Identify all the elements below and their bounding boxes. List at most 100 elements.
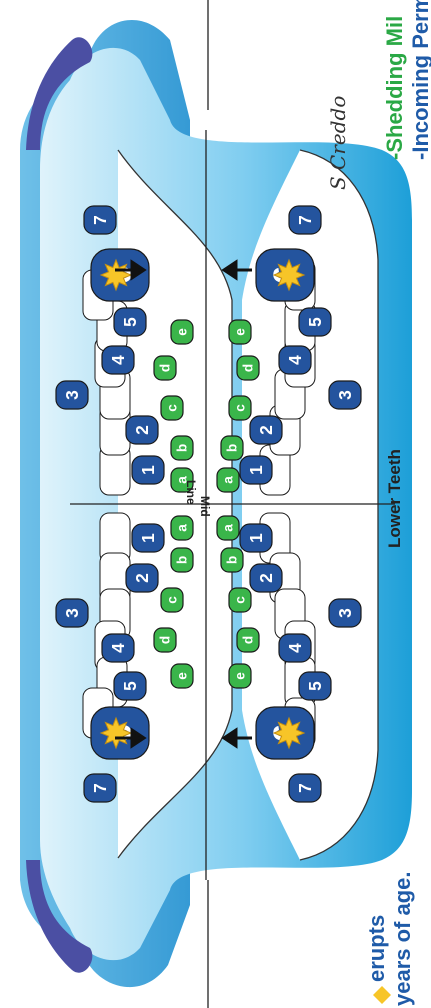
tooth-label: 1 [138,465,158,475]
tooth-crown [278,345,312,375]
tooth-label: 1 [246,533,266,543]
tooth-crown [220,435,244,461]
upper-permanent-tooth-5: 5 [113,307,147,337]
upper-permanent-tooth-7: 7 [83,773,117,803]
crown-star-icon [373,986,391,1004]
tooth-label: 4 [108,643,128,653]
tooth-label: a [221,476,236,484]
tooth-label: 3 [335,390,355,400]
tooth-crown [228,395,252,421]
tooth-label: c [233,596,248,604]
lower-permanent-tooth-4: 4 [278,345,312,375]
lower-permanent-tooth-7: 7 [288,773,322,803]
tooth-crown [83,773,117,803]
tooth-crown [298,307,332,337]
tooth-label: 4 [108,355,128,365]
tooth-label: 2 [132,425,152,435]
tooth-crown [170,467,194,493]
signature: S Creddo [326,96,350,190]
crown-star-icon [272,716,306,750]
upper-primary-tooth-e: e [170,663,194,689]
lower-primary-tooth-c: c [228,395,252,421]
tooth-label: 3 [62,390,82,400]
upper-primary-tooth-d: d [153,355,177,381]
lower-permanent-tooth-3: 3 [328,598,362,628]
tooth-label: b [175,556,190,564]
upper-primary-tooth-a: a [170,515,194,541]
tooth-crown [220,547,244,573]
tooth-crown [55,598,89,628]
tooth-label: 1 [246,465,266,475]
tooth-crown [101,345,135,375]
tooth-crown [216,515,240,541]
tooth-crown [239,455,273,485]
tooth-label: 7 [295,215,315,225]
tooth-crown [153,627,177,653]
tooth-label: 5 [120,681,140,691]
crown-star-icon [99,716,133,750]
tooth-label: 7 [90,783,110,793]
tooth-crown [249,415,283,445]
tooth-label: e [233,672,248,680]
upper-primary-tooth-a: a [170,467,194,493]
upper-permanent-tooth-2: 2 [125,415,159,445]
tooth-crown [170,663,194,689]
tooth-label: e [175,328,190,336]
arrow-icon [221,259,252,749]
lower-primary-tooth-d: d [236,355,260,381]
tooth-label: 3 [62,608,82,618]
tooth-label: a [175,524,190,532]
tooth-crown [170,515,194,541]
caption-shedding: -Shedding Mil [382,16,407,160]
upper-permanent-tooth-1: 1 [131,523,165,553]
tooth-label: 7 [90,215,110,225]
upper-primary-tooth-e: e [170,319,194,345]
tooth-label: 4 [285,643,305,653]
lower-primary-tooth-b: b [220,547,244,573]
lower-permanent-tooth-1: 1 [239,455,273,485]
crown-star-icon [99,258,133,292]
lower-primary-tooth-c: c [228,587,252,613]
tooth-label: d [158,636,173,644]
upper-primary-tooth-d: d [153,627,177,653]
tooth-crown [101,633,135,663]
tooth-label: a [221,524,236,532]
lower-primary-tooth-b: b [220,435,244,461]
tooth-crown [328,598,362,628]
tooth-crown [83,205,117,235]
tooth-label: 2 [256,425,276,435]
tooth-label: 5 [305,317,325,327]
tooth-crown [228,319,252,345]
tooth-crown [113,671,147,701]
tooth-crown [236,627,260,653]
tooth-crown [153,355,177,381]
lower-permanent-tooth-1: 1 [239,523,273,553]
tooth-crown [236,355,260,381]
footnote: erupts years of age. [364,871,415,1006]
lower-primary-tooth-e: e [228,663,252,689]
tooth-crown [228,663,252,689]
tooth-crown [170,435,194,461]
tooth-crown [298,671,332,701]
upper-primary-tooth-c: c [160,395,184,421]
footnote-line-2: years of age. [390,871,415,1006]
tooth-label: d [241,636,256,644]
tooth-label: d [158,364,173,372]
tooth-label: 3 [335,608,355,618]
upper-permanent-tooth-7: 7 [83,205,117,235]
tooth-crown [55,380,89,410]
lower-permanent-tooth-2: 2 [249,563,283,593]
tooth-label: b [225,444,240,452]
upper-permanent-tooth-3: 3 [55,598,89,628]
lower-permanent-tooth-5: 5 [298,671,332,701]
tooth-label: 5 [120,317,140,327]
tooth-label: e [175,672,190,680]
upper-primary-tooth-b: b [170,435,194,461]
lower-primary-tooth-a: a [216,467,240,493]
tooth-label: b [175,444,190,452]
upper-permanent-tooth-3: 3 [55,380,89,410]
tooth-label: a [175,476,190,484]
lower-permanent-tooth-3: 3 [328,380,362,410]
tooth-crown [288,205,322,235]
tooth-crown [170,547,194,573]
